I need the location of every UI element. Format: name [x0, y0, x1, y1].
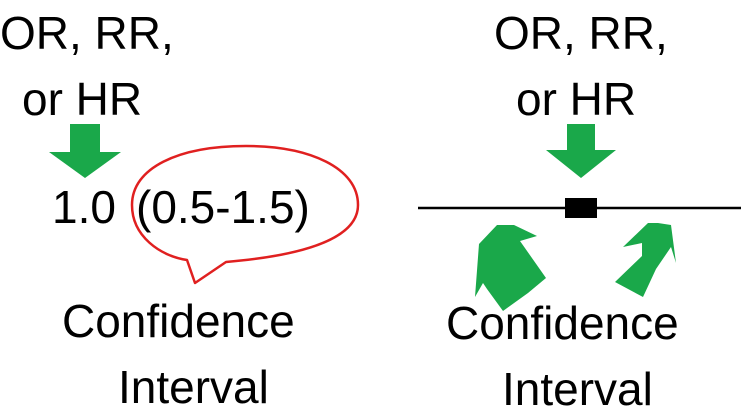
right-measure-label-line1: OR, RR,: [494, 7, 668, 59]
up-left-arrow-icon: [475, 225, 546, 311]
right-measure-label-line2: or HR: [516, 73, 637, 125]
left-measure-label-line1: OR, RR,: [0, 7, 174, 59]
left-down-arrow-icon: [49, 124, 121, 178]
up-right-arrow-icon: [615, 223, 676, 297]
left-caption-line1: Confidence: [62, 295, 295, 347]
left-caption-line2: Interval: [118, 361, 269, 413]
right-caption-line2: Interval: [502, 363, 653, 415]
right-caption-line1: Confidence: [446, 297, 679, 349]
right-down-arrow-icon: [546, 124, 616, 178]
interval-value: (0.5-1.5): [136, 181, 310, 233]
point-estimate-marker: [565, 198, 597, 218]
left-measure-label-line2: or HR: [22, 73, 143, 125]
interval-callout-bubble: [130, 144, 360, 285]
point-estimate-value: 1.0: [52, 181, 116, 233]
